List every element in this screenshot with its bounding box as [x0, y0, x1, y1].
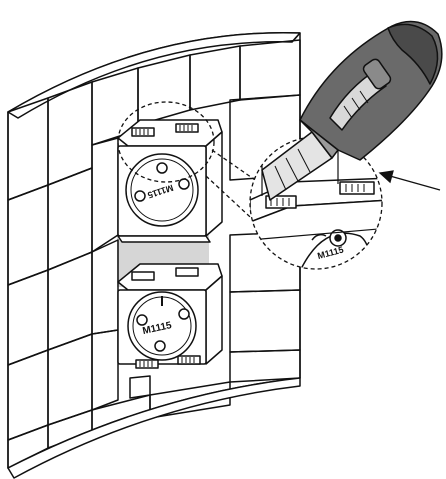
tiled-wall: [7, 31, 301, 479]
pointer-arrow-icon: [378, 170, 441, 191]
lower-installation-box: [117, 263, 223, 369]
utility-knife-icon: [261, 20, 443, 201]
upper-installation-box: [117, 119, 223, 243]
